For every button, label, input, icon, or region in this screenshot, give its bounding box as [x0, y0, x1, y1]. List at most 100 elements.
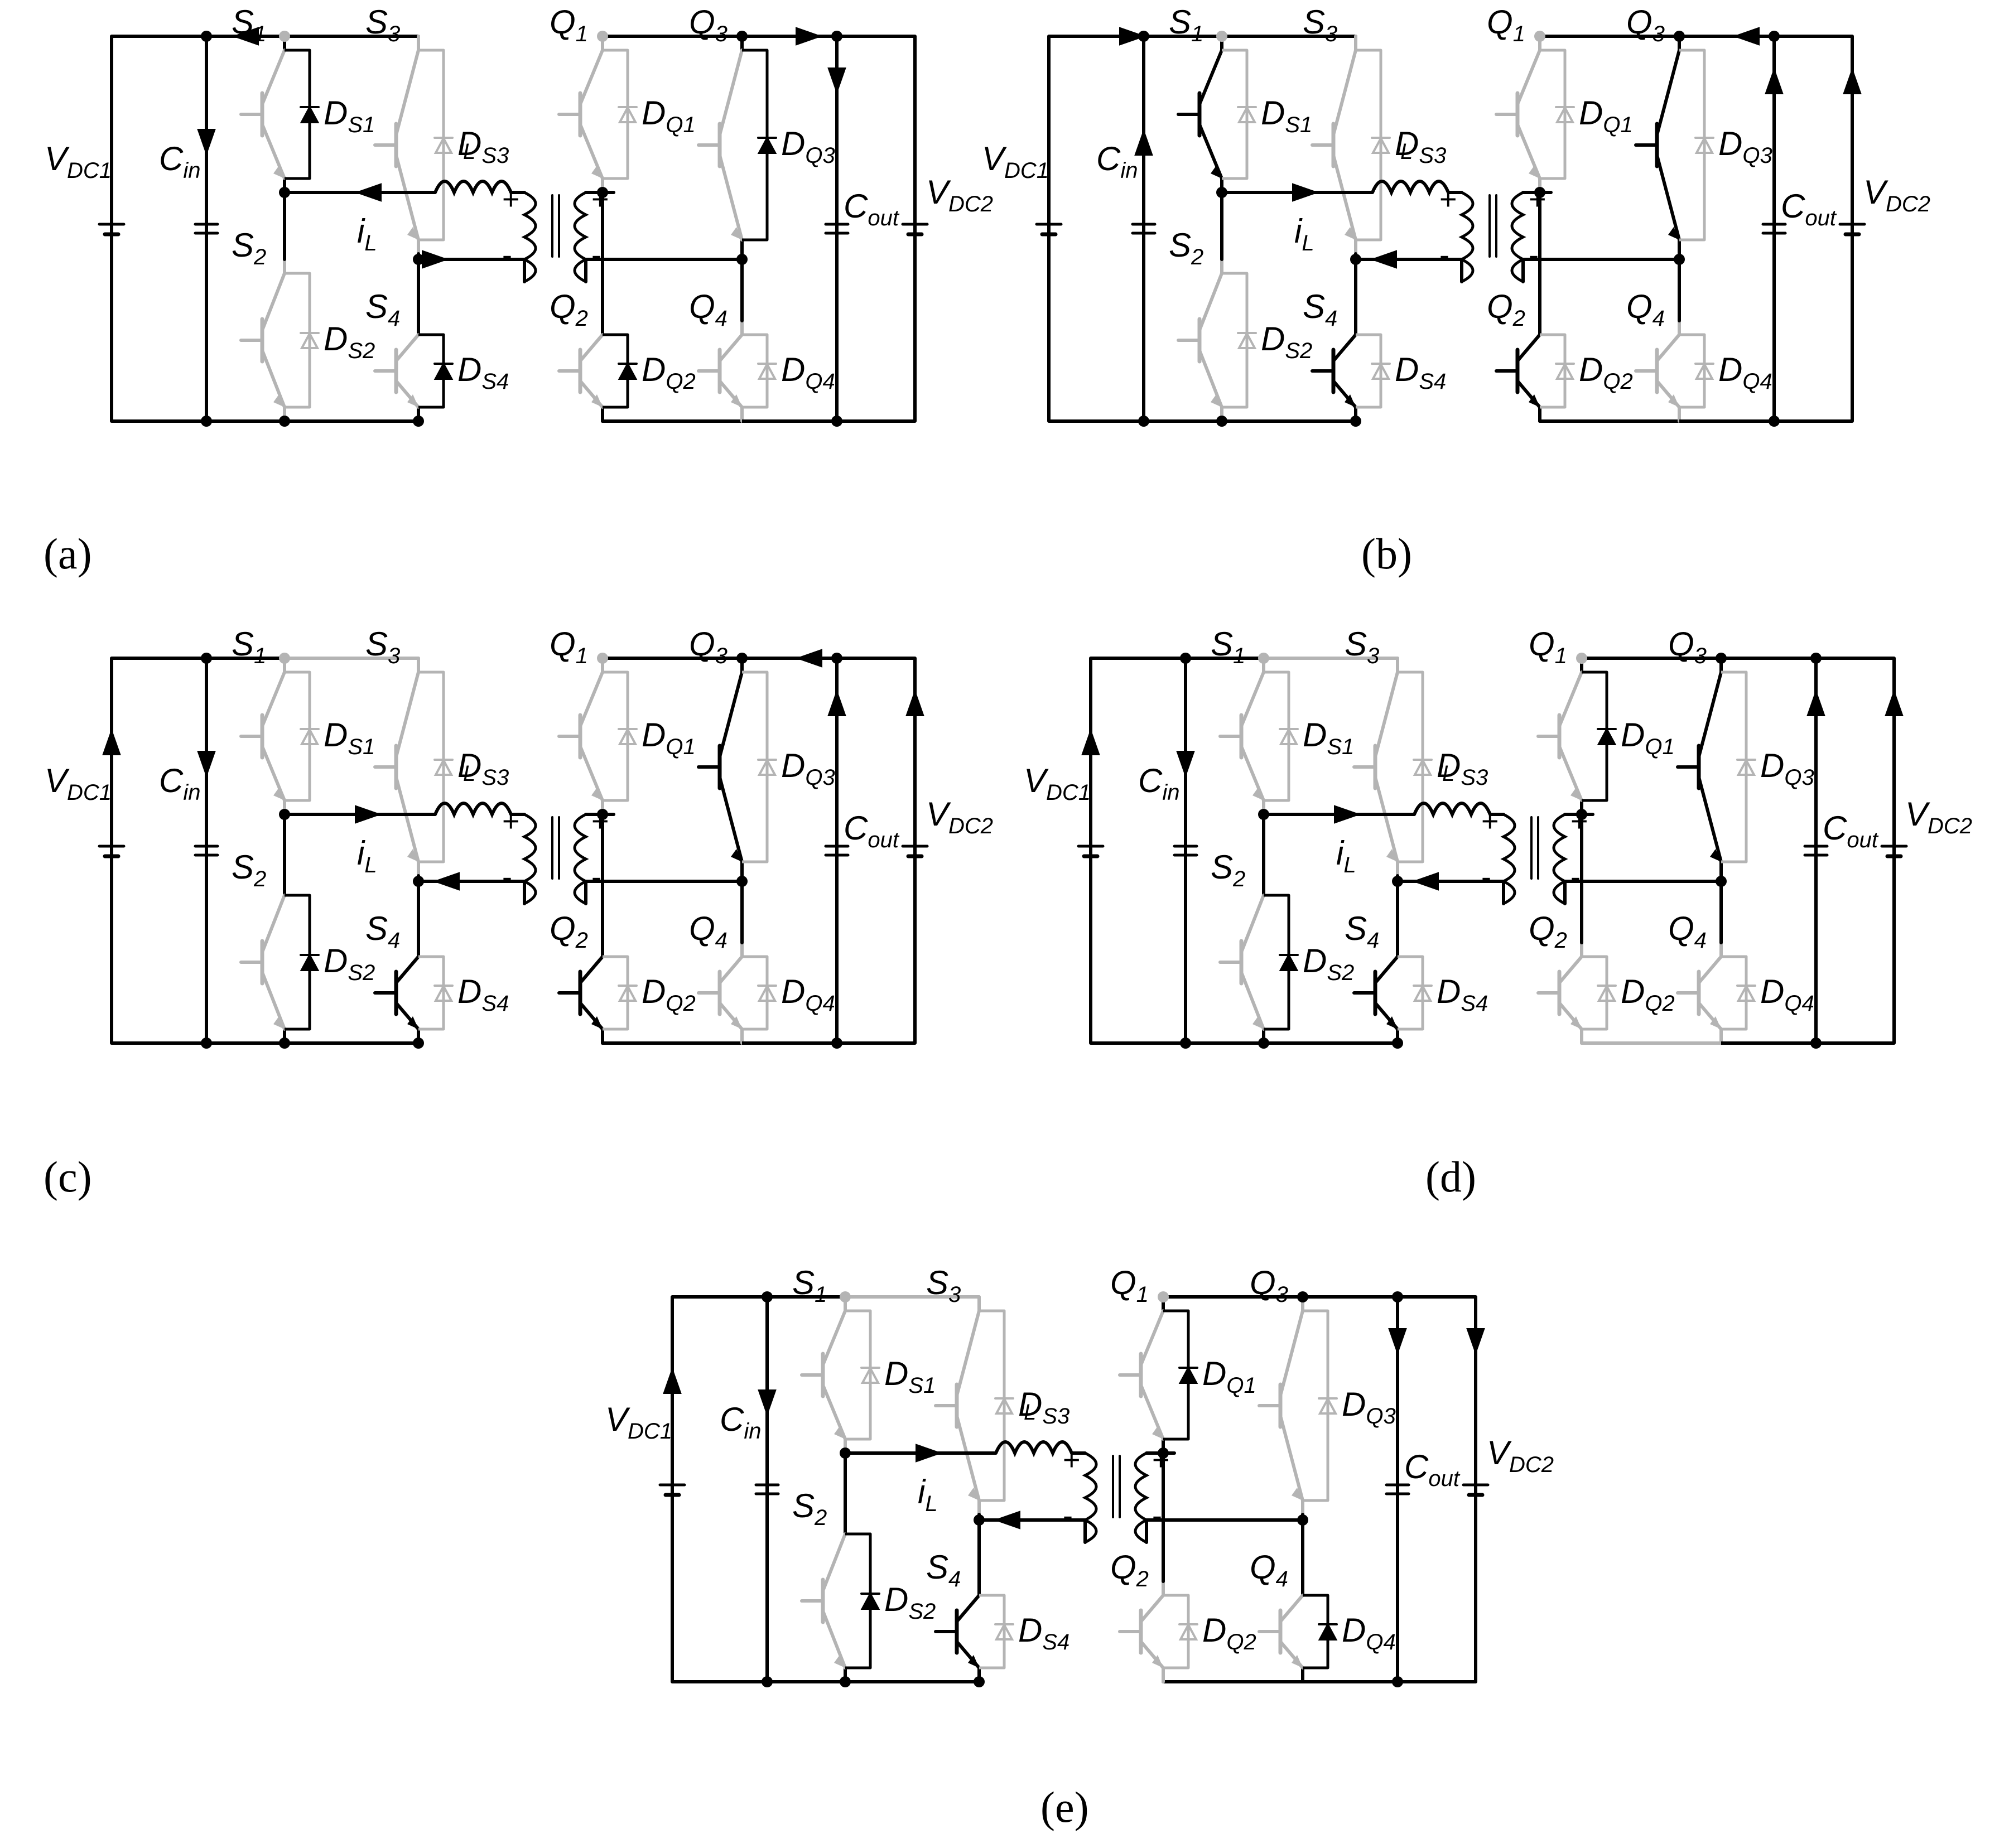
- junction-dot: [1534, 31, 1545, 42]
- wire: [1516, 333, 1541, 363]
- diode-symbol: [1371, 136, 1391, 154]
- wire: [394, 670, 420, 759]
- switch-label-q4: Q4: [689, 288, 728, 331]
- wire: [821, 1532, 847, 1593]
- vdc1-label: VDC1: [605, 1401, 672, 1444]
- diode-symbol: [1694, 136, 1714, 154]
- wire: [845, 1309, 872, 1441]
- transformer-primary: [521, 191, 537, 283]
- current-arrow: [1334, 805, 1361, 824]
- wire: [1089, 657, 1264, 1045]
- junction-dot: [1258, 653, 1269, 664]
- panel-caption-c: (c): [44, 1152, 92, 1201]
- panel-caption-d: (d): [1425, 1152, 1476, 1201]
- switch-label-q3: Q3: [1626, 3, 1665, 46]
- junction-dot: [1158, 1447, 1169, 1459]
- wire: [1139, 1309, 1165, 1367]
- wire: [261, 894, 286, 954]
- emitter-arrow: [407, 227, 418, 240]
- switch-label-q1: Q1: [550, 3, 588, 46]
- secondary-minus: -: [591, 238, 601, 272]
- wire: [603, 670, 629, 802]
- wire: [1655, 333, 1681, 363]
- switch-label-s4: S4: [1345, 910, 1379, 953]
- emitter-arrow: [273, 788, 285, 800]
- vdc2-label: VDC2: [1905, 795, 1972, 838]
- emitter-arrow: [1292, 1488, 1303, 1500]
- transformer-primary: [521, 813, 537, 905]
- cin-label: Cin: [720, 1401, 761, 1444]
- diode-label-s2: DS2: [324, 942, 375, 985]
- diode-symbol: [1597, 727, 1617, 745]
- switch-label-s4: S4: [926, 1548, 961, 1591]
- wire: [1047, 35, 1222, 423]
- wire: [261, 670, 286, 728]
- diode-label-q2: DQ2: [1202, 1611, 1256, 1654]
- current-arrow: [1119, 27, 1146, 46]
- current-arrow: [422, 250, 449, 269]
- diode-symbol: [860, 1591, 880, 1610]
- junction-dot: [1534, 187, 1545, 198]
- switch-label-q1: Q1: [1110, 1264, 1149, 1307]
- current-arrow: [1134, 129, 1153, 156]
- switch-label-s4: S4: [365, 288, 400, 331]
- wire: [1374, 670, 1399, 759]
- wire: [1240, 670, 1265, 728]
- emitter-arrow: [731, 1016, 742, 1029]
- inductor-label: L: [1024, 1400, 1036, 1425]
- emitter-arrow: [1152, 1655, 1163, 1668]
- junction-dot: [597, 31, 608, 42]
- il-label: iL: [1294, 213, 1314, 255]
- junction-dot: [1392, 1676, 1403, 1687]
- switch-label-q4: Q4: [689, 910, 728, 953]
- junction-dot: [1158, 1291, 1169, 1302]
- wire: [261, 123, 286, 180]
- wire: [394, 333, 420, 363]
- emitter-arrow: [1710, 1016, 1721, 1029]
- emitter-arrow: [1211, 166, 1222, 178]
- wire: [1655, 49, 1681, 137]
- current-arrow: [433, 872, 460, 891]
- switch-label-q1: Q1: [550, 625, 588, 668]
- junction-dot: [597, 187, 608, 198]
- switch-label-q4: Q4: [1668, 910, 1707, 953]
- junction-dot: [1180, 653, 1191, 664]
- wire: [1516, 123, 1541, 180]
- wire: [579, 333, 604, 363]
- diode-symbol: [1237, 331, 1257, 349]
- vdc1-source: [658, 1318, 686, 1661]
- wire: [821, 1383, 847, 1441]
- diode-symbol: [1178, 1366, 1198, 1384]
- diode-symbol: [1279, 953, 1299, 971]
- junction-dot: [831, 1038, 842, 1049]
- wire: [979, 1309, 1006, 1502]
- diode-label-q1: DQ1: [642, 94, 696, 137]
- emitter-arrow: [591, 166, 603, 178]
- wire: [1679, 333, 1706, 409]
- inductor-label: L: [463, 139, 475, 164]
- wire: [1279, 1309, 1304, 1397]
- diode-label-q2: DQ2: [642, 351, 696, 394]
- emitter-arrow: [834, 1655, 845, 1668]
- diode-symbol: [300, 953, 320, 971]
- junction-dot: [201, 31, 212, 42]
- switch-label-s2: S2: [232, 848, 266, 891]
- vdc1-source: [1035, 57, 1063, 401]
- cout-label: Cout: [844, 187, 900, 230]
- current-arrow: [916, 1444, 942, 1463]
- diode-symbol: [1555, 361, 1575, 380]
- wire: [718, 153, 744, 242]
- diode-label-s3: DS3: [457, 747, 509, 790]
- diode-symbol: [1736, 983, 1756, 1002]
- diode-label-q3: DQ3: [1342, 1386, 1396, 1429]
